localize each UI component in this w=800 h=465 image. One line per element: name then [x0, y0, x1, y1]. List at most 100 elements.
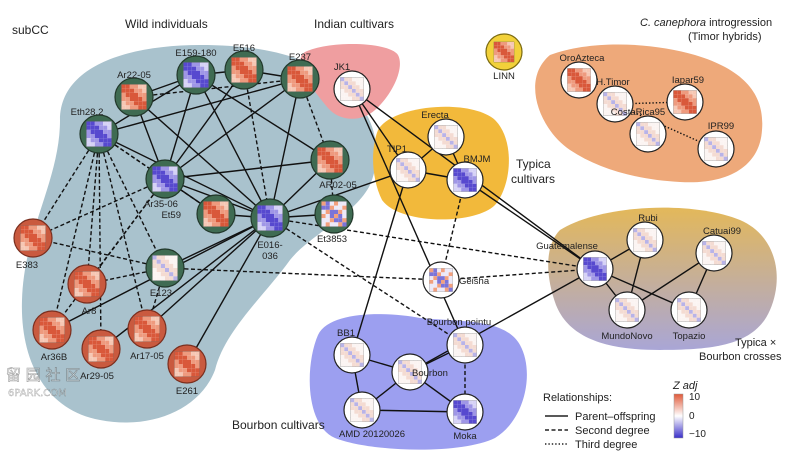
node-oroazteca: OroAzteca: [560, 53, 606, 99]
node-mundonovo: MundoNovo: [601, 291, 653, 342]
node-label: Ar29-05: [80, 371, 114, 382]
colorbar-gradient: [673, 393, 684, 439]
node-rubi: Rubi: [626, 213, 664, 259]
node-ar29-05: Ar29-05: [80, 329, 121, 382]
node-e237: E237: [280, 52, 320, 99]
node-label: H.Timor: [596, 77, 629, 88]
edge-bourbon-guatemalense: [409, 268, 596, 373]
edge-jk1-bourbon-pointu: [351, 88, 466, 346]
group-label-wild: Wild individuals: [125, 17, 208, 31]
watermark-line-2: 6PARK.COM: [8, 388, 67, 399]
edge-e237-ar35-06: [164, 78, 301, 180]
edge-tip1-bb1: [351, 169, 409, 356]
node-label: CostaRica95: [611, 107, 665, 118]
group-label-typica-1: Typica: [516, 157, 551, 171]
heatmap-thumbnail: [636, 122, 660, 146]
node-label: Erecta: [421, 110, 449, 121]
group-label-typica-2: cultivars: [511, 172, 555, 186]
heatmap-thumbnail: [174, 351, 200, 377]
colorbar-tick-mid: 0: [689, 411, 695, 422]
node-et3853: Et3853: [314, 194, 354, 245]
node-label: TIP1: [387, 144, 407, 155]
node-moka: Moka: [446, 393, 484, 442]
edge-eth28-2-ar36b: [51, 133, 100, 331]
legend-item-solid: Parent–offspring: [575, 411, 656, 423]
node-ar36b: Ar36B: [32, 310, 72, 363]
edge-ar35-06-e383: [32, 178, 166, 239]
heatmap-thumbnail: [317, 147, 343, 173]
node-e159-180: E159-180: [175, 48, 217, 95]
group-label-subcc: subCC: [12, 23, 49, 37]
node-label: Ar8: [82, 306, 97, 317]
node-label: Geisha: [459, 276, 490, 287]
node-label: OroAzteca: [560, 53, 606, 64]
heatmap-thumbnail: [20, 225, 46, 251]
edge-ar22-05-e237: [133, 78, 301, 98]
heatmap-thumbnail: [340, 343, 364, 367]
heatmap-thumbnail: [183, 62, 209, 88]
node-erecta: Erecta: [421, 110, 465, 156]
node-bb1: BB1: [333, 328, 371, 374]
node-ar35-06: Ar35-06: [144, 159, 185, 210]
heatmap-thumbnail: [321, 201, 347, 227]
edge-eth28-2-ar29-05: [98, 133, 102, 350]
node-label: E123: [150, 288, 172, 299]
node-label: Rubi: [638, 213, 658, 224]
edge-e159-180-e016-036: [195, 74, 271, 219]
heatmap-thumbnail: [615, 298, 639, 322]
heatmap-thumbnail: [633, 228, 657, 252]
node-iapar59: Iapar59: [666, 75, 704, 121]
heatmap-thumbnail: [88, 336, 114, 362]
node-amd-20120026: AMD 20120026: [339, 391, 405, 440]
node-h-timor: H.Timor: [596, 77, 634, 123]
edge-ar22-05-e016-036: [133, 96, 271, 219]
node-label: BMJM: [464, 154, 491, 165]
edge-eth28-2-e123: [98, 133, 166, 269]
heatmap-thumbnail: [453, 168, 477, 192]
node-e516: E516: [224, 43, 264, 90]
colorbar-tick-high: 10: [689, 392, 701, 403]
node-label: IPR99: [708, 121, 734, 132]
node-bmjm: BMJM: [446, 154, 491, 199]
legend-item-dotted: Third degree: [575, 439, 637, 451]
edge-eth28-2-e016-036: [98, 133, 271, 219]
node-label: Bourbon pointu: [427, 317, 491, 328]
group-label-introgression: C. canephora introgression: [640, 17, 772, 29]
heatmap-thumbnail: [203, 201, 229, 227]
edge-e123-e383: [32, 237, 166, 269]
node-label: Moka: [453, 431, 477, 442]
heatmap-thumbnail: [603, 92, 627, 116]
watermark-line-1: 留 园 社 区: [6, 366, 80, 384]
legend-title: Relationships:: [543, 392, 612, 404]
heatmap-thumbnail: [567, 68, 591, 92]
node-catuai99: Catuai99: [695, 226, 741, 272]
heatmap-thumbnail: [340, 77, 364, 101]
heatmap-thumbnail: [121, 84, 147, 110]
node-label: JK1: [334, 62, 350, 73]
node-jk1: JK1: [333, 62, 371, 108]
node-label: E383: [16, 260, 38, 271]
node-label: BB1: [337, 328, 355, 339]
edge-eth28-2-ar17-05: [98, 133, 148, 330]
heatmap-thumbnail: [434, 125, 458, 149]
node-e383: E383: [13, 218, 53, 271]
node-et59: Et59: [161, 194, 236, 234]
edge-ar35-06-ar36b: [51, 178, 166, 331]
group-label-indian: Indian cultivars: [314, 17, 394, 31]
group-labels: subCC Wild individuals Indian cultivars …: [12, 17, 782, 432]
node-label: Ar35-06: [144, 199, 178, 210]
edge-eth28-2-e383: [32, 133, 100, 239]
heatmap-thumbnail: [74, 271, 100, 297]
node-label: Ar17-05: [130, 351, 164, 362]
heatmap-thumbnail: [86, 121, 112, 147]
group-label-crosses-1: Typica ×: [735, 337, 776, 349]
heatmap-thumbnail: [134, 316, 160, 342]
node-ipr99: IPR99: [697, 121, 735, 168]
heatmap-thumbnail: [398, 360, 422, 384]
heatmap-thumbnail: [429, 268, 453, 292]
heatmap-thumbnail: [287, 66, 313, 92]
node-ar17-05: Ar17-05: [127, 309, 167, 362]
z-adj-colorbar: Z adj 10 0 −10: [672, 380, 706, 440]
group-label-timor: (Timor hybrids): [688, 31, 762, 43]
